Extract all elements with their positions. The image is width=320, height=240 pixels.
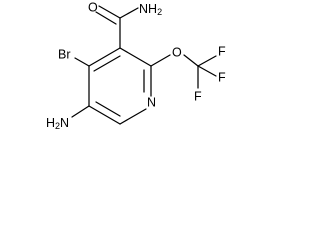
bond-c6-n-amino — [71, 105, 90, 118]
bond-ring-c6-c5 — [88, 105, 121, 125]
amide-nh2-label: NH2 — [139, 2, 162, 17]
bond-ring-n1-c6 — [119, 108, 147, 125]
molecule-drawing: NH2 O Br O F F F N H2N — [46, 0, 226, 131]
bond-ring-c3-c2 — [119, 47, 152, 67]
bond-o-cf3 — [183, 54, 199, 67]
bond-carbonyl-n — [119, 7, 139, 19]
bond-ring-c3-c4 — [88, 47, 121, 67]
ether-oxygen-label: O — [172, 45, 182, 59]
amino-nh2-label: H2N — [46, 116, 69, 131]
structure-diagram: NH2 O Br O F F F N H2N — [0, 0, 238, 160]
bond-carbonyl-o-inner — [95, 11, 117, 25]
bond-ring-c6-c5-inner — [95, 101, 121, 117]
bond-carbonyl-o — [98, 5, 121, 19]
fluorine-3-label: F — [194, 89, 202, 103]
bond-c2-o — [150, 54, 171, 67]
bond-c4-br — [74, 57, 90, 67]
fluorine-1-label: F — [218, 44, 226, 58]
carbonyl-oxygen-label: O — [88, 0, 98, 14]
bond-c-f1 — [197, 55, 217, 67]
ring-nitrogen-label: N — [147, 95, 156, 109]
bond-c-f2 — [197, 65, 217, 77]
fluorine-2-label: F — [218, 70, 226, 84]
bond-ring-c3-c4-inner — [93, 55, 121, 72]
bromine-label: Br — [58, 47, 71, 61]
